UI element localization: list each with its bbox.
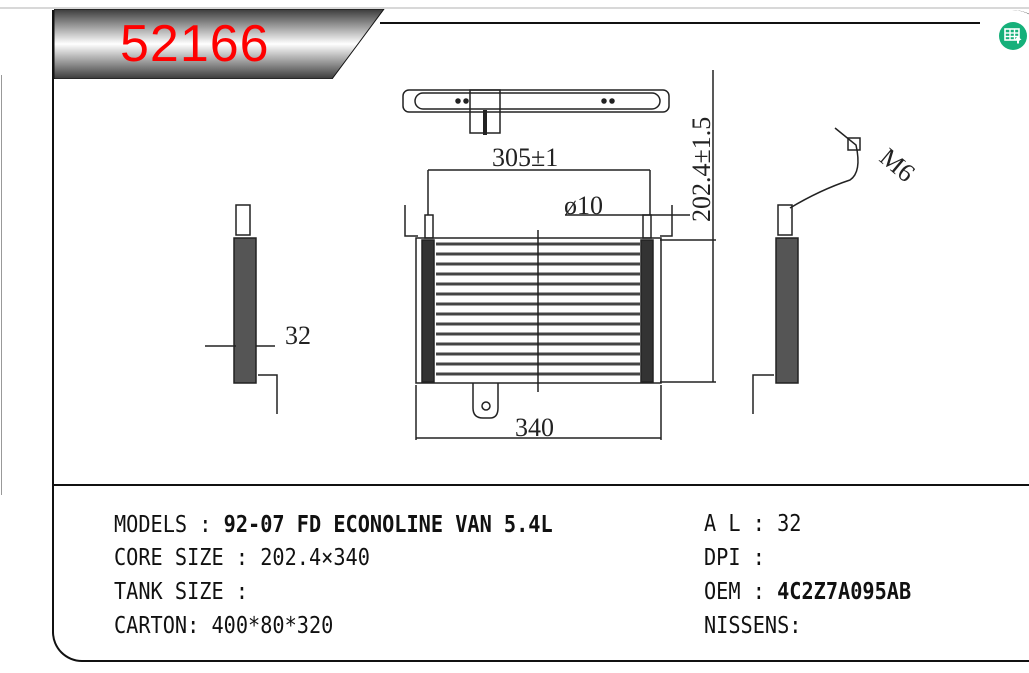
spec-label: NISSENS: [704,613,802,639]
dim-thread: M6 [874,142,920,187]
spec-value: 4C2Z7A095AB [777,579,912,605]
excel-export-icon[interactable] [999,22,1027,50]
dim-thickness: 32 [285,321,311,350]
top-view [402,89,670,135]
spec-label: DPI : [704,545,778,571]
spec-models: MODELS : 92-07 FD ECONOLINE VAN 5.4L [114,512,553,538]
side-view-left [233,204,278,414]
spec-tank-size: TANK SIZE : [114,579,260,605]
technical-drawing: 305±1 ø10 340 32 202.4±1.5 M6 [205,70,920,442]
spec-label: A L : [704,511,778,537]
spec-nissens: NISSENS: [704,613,801,639]
spec-al: A L : 32 [704,511,802,537]
dim-core-height: 202.4±1.5 [687,117,716,222]
side-view-right [752,127,861,414]
spec-divider [52,484,1029,486]
dim-pipe-spacing: 305±1 [492,143,558,172]
spec-core-size: CORE SIZE : 202.4×340 [114,545,370,571]
part-number: 52166 [120,15,270,73]
spec-label: MODELS : [114,512,224,538]
sheet-frame-top [380,22,980,24]
dim-core-width: 340 [515,413,554,442]
spec-oem: OEM : 4C2Z7A095AB [704,579,911,605]
left-edge-line [1,75,2,495]
spec-label: CORE SIZE : [114,545,261,571]
spec-value: 92-07 FD ECONOLINE VAN 5.4L [223,512,553,538]
part-number-banner [54,9,385,79]
spec-value: 32 [777,511,802,537]
top-border [0,7,1029,9]
spec-label: OEM : [704,579,778,605]
spec-label: CARTON: [114,613,212,639]
spec-carton: CARTON: 400*80*320 [114,613,333,639]
dim-pipe-diameter: ø10 [564,191,603,220]
cooler-core [404,205,673,419]
spec-value: 202.4×340 [260,545,370,571]
sheet-frame [52,10,1029,662]
spec-value: 400*80*320 [211,613,334,639]
spec-dpi: DPI : [704,545,777,571]
spec-label: TANK SIZE : [114,579,261,605]
